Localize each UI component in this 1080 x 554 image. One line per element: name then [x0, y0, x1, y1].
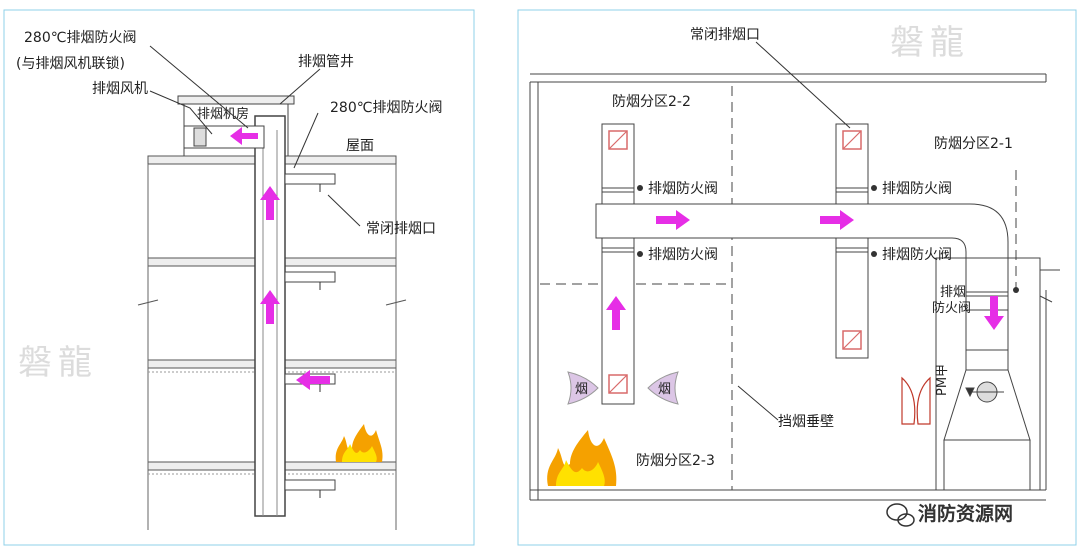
label-outlet-right: 常闭排烟口: [690, 27, 760, 43]
fan-room: [177, 95, 295, 156]
fan-room-right: [935, 257, 1041, 491]
label-damper-d: 排烟防火阀: [882, 247, 952, 263]
left-panel-border: [3, 9, 475, 546]
label-damper-280-roof: 280℃排烟防火阀: [330, 100, 442, 116]
smoke-cloud-right: [647, 371, 679, 405]
left-leaders: [149, 45, 361, 227]
label-roof: 屋面: [346, 138, 374, 154]
right-leaders: [737, 41, 851, 421]
room-walls: [529, 73, 1060, 501]
outlet-2-2-top: [608, 130, 628, 150]
label-damper-b: 排烟防火阀: [648, 247, 718, 263]
damper-markers: [637, 185, 1019, 293]
outlet-2-1-bottom: [842, 330, 862, 350]
label-smoke-barrier: 挡烟垂壁: [778, 414, 834, 430]
fire-icon: [335, 424, 383, 462]
arrow-shaft-up-1: [260, 186, 280, 220]
label-normally-closed-outlet: 常闭排烟口: [366, 221, 436, 237]
left-airflow-arrows: [230, 127, 330, 390]
branch-ducts-right: [601, 123, 1008, 405]
arrow-main-right-2: [820, 210, 854, 230]
label-damper-c: 排烟防火阀: [882, 181, 952, 197]
label-damper-a: 排烟防火阀: [648, 181, 718, 197]
left-panel: 排烟机房: [3, 9, 475, 546]
label-damper-e-line1: 排烟: [940, 285, 966, 300]
label-exhaust-fan: 排烟风机: [92, 81, 148, 97]
right-panel: 烟 烟 常闭排烟口 防烟分区2-2 防烟分区2-1 防烟分区2-3 排烟防火阀 …: [517, 9, 1077, 546]
arrow-duct-left: [296, 370, 330, 390]
watermark-left: 磐龍: [18, 343, 98, 383]
arrow-shaft-up-2: [260, 290, 280, 324]
label-damper-280-top: 280℃排烟防火阀: [24, 30, 136, 46]
label-fan-interlock: (与排烟风机联锁): [16, 56, 125, 72]
label-fan-room-pm: PM甲: [935, 364, 950, 396]
arrow-main-right-1: [656, 210, 690, 230]
label-zone-2-1: 防烟分区2-1: [934, 136, 1013, 152]
wechat-logo-icon: [886, 503, 915, 527]
fan-room-label: 排烟机房: [197, 106, 249, 122]
smoke-label-left: 烟: [575, 382, 588, 397]
label-zone-2-3: 防烟分区2-3: [636, 453, 715, 469]
fire-door-icon: [901, 376, 931, 425]
logo-text: 消防资源网: [918, 502, 1013, 525]
arrow-branch-up: [606, 296, 626, 330]
smoke-label-right: 烟: [658, 382, 671, 397]
label-smoke-shaft: 排烟管井: [298, 54, 354, 70]
arrow-fan-left: [230, 127, 258, 145]
smoke-cloud-left: [567, 371, 599, 405]
right-panel-border: [517, 9, 1077, 546]
branch-ducts: [284, 173, 336, 498]
arrow-fan-down: [984, 296, 1004, 330]
watermark-right: 磐龍: [890, 23, 970, 63]
label-zone-2-2: 防烟分区2-2: [612, 94, 691, 110]
outlet-2-3: [608, 374, 628, 394]
fire-icon-right: [547, 430, 617, 486]
right-airflow-arrows: [606, 210, 1004, 330]
label-damper-e-line2: 防火阀: [932, 300, 971, 316]
smoke-zone-boundaries: [540, 86, 1017, 490]
outlet-2-1-top: [842, 130, 862, 150]
